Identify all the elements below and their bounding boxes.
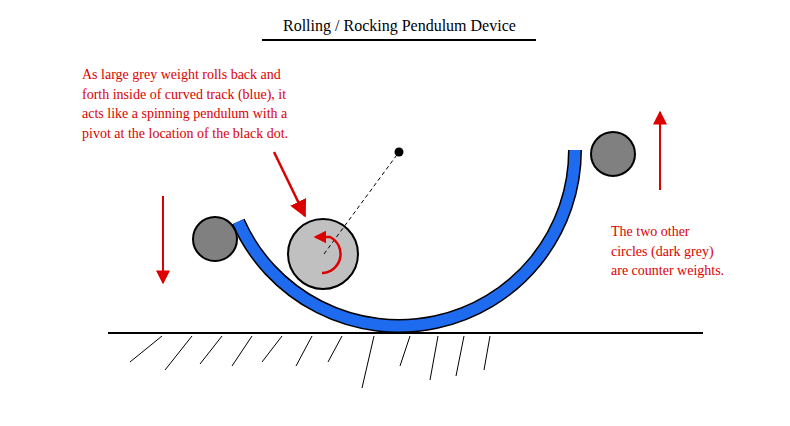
title-box: Rolling / Rocking Pendulum Device [283,17,516,35]
counter-weight [193,217,237,261]
counter-weight [591,132,635,176]
rotation-arrow [316,237,341,273]
side-note-box: The two other circles (dark grey) are co… [611,222,727,281]
title: Rolling / Rocking Pendulum Device [283,17,516,35]
curved-track [238,150,575,326]
ground-hatching [130,336,490,388]
side-note: The two other circles (dark grey) are co… [611,222,727,281]
callout-note-box: As large grey weight rolls back and fort… [82,65,304,143]
pendulum-line [324,152,399,254]
down-arrow [162,196,164,283]
callout-arrow [274,152,305,216]
title-underline [262,39,536,41]
track-outline [238,150,575,326]
rolling-weight [288,219,358,289]
pivot-dot [395,148,404,157]
up-arrow [659,112,661,190]
callout-note: As large grey weight rolls back and fort… [82,65,304,143]
